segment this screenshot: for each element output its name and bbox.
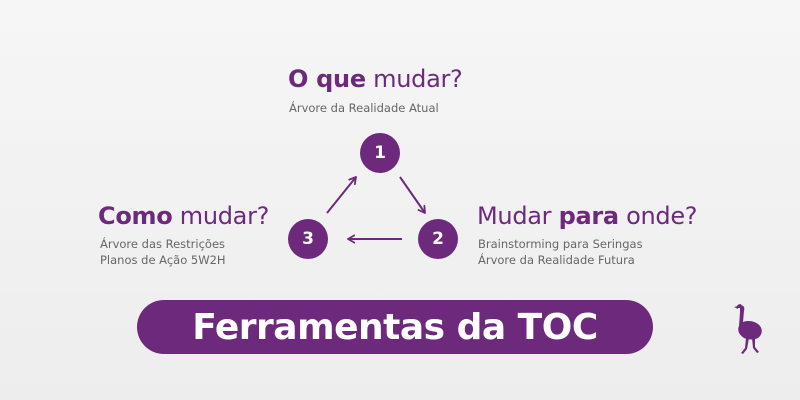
step-3-heading-bold: Como <box>98 202 173 230</box>
banner-title: Ferramentas da TOC <box>192 306 598 348</box>
step-2-heading-lead: Mudar <box>477 202 559 230</box>
step-1-heading-bold: O que <box>288 65 366 93</box>
step-3-heading-rest: mudar? <box>172 202 270 230</box>
step-2-tool: Árvore da Realidade Futura <box>478 253 635 267</box>
step-3-tool: Árvore das Restrições <box>100 237 226 251</box>
step-2-circle: 2 <box>418 219 458 259</box>
step-3-heading: Como mudar? <box>98 202 269 230</box>
step-1-heading: O que mudar? <box>288 65 463 93</box>
ostrich-icon <box>734 304 762 354</box>
step-1-tool: Árvore da Realidade Atual <box>289 101 439 115</box>
step-3-circle: 3 <box>288 219 328 259</box>
step-2-tool: Brainstorming para Seringas <box>478 237 643 251</box>
step-2-heading-bold: para <box>558 202 620 230</box>
step-3-tool: Planos de Ação 5W2H <box>100 253 226 267</box>
arrow-1-to-2 <box>399 176 426 214</box>
step-1-heading-rest: mudar? <box>365 65 463 93</box>
title-banner: Ferramentas da TOC <box>137 300 653 354</box>
arrow-3-to-1 <box>326 176 357 214</box>
step-2-heading-rest: onde? <box>618 202 698 230</box>
step-2-heading: Mudar para onde? <box>477 202 698 230</box>
step-1-circle: 1 <box>360 133 400 173</box>
